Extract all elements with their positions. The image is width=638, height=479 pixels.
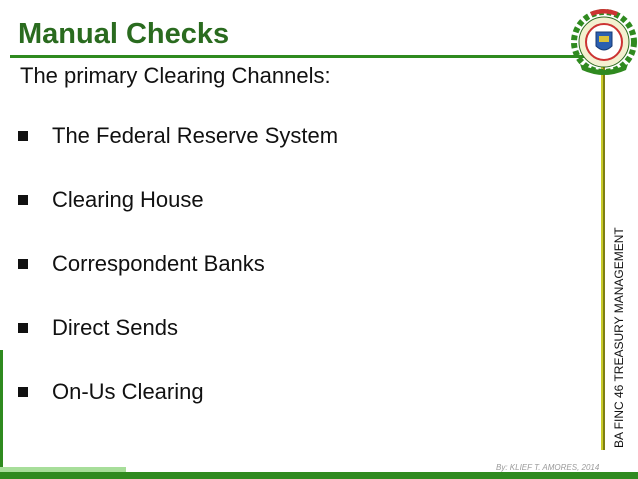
footer-credit: By: KLIEF T. AMORES, 2014 xyxy=(496,463,600,472)
square-bullet-icon xyxy=(18,195,28,205)
slide-subtitle: The primary Clearing Channels: xyxy=(20,63,331,88)
university-seal-icon xyxy=(571,9,637,75)
slide-title: Manual Checks xyxy=(18,18,230,50)
bottom-accent-bar xyxy=(0,472,638,479)
list-item: On-Us Clearing xyxy=(18,379,338,443)
vertical-accent-line-shadow xyxy=(603,56,605,450)
list-item: The Federal Reserve System xyxy=(18,123,338,187)
bullet-text: Direct Sends xyxy=(52,315,178,340)
list-item: Clearing House xyxy=(18,187,338,251)
square-bullet-icon xyxy=(18,259,28,269)
bullet-text: Clearing House xyxy=(52,187,204,212)
bullet-text: The Federal Reserve System xyxy=(52,123,339,148)
list-item: Correspondent Banks xyxy=(18,251,338,315)
course-label: BA FINC 46 TREASURY MANAGEMENT xyxy=(612,227,626,448)
list-item: Direct Sends xyxy=(18,315,338,379)
square-bullet-icon xyxy=(18,387,28,397)
square-bullet-icon xyxy=(18,131,28,141)
left-accent-bar xyxy=(0,350,3,472)
bullet-list: The Federal Reserve System Clearing Hous… xyxy=(18,123,338,443)
square-bullet-icon xyxy=(18,323,28,333)
bullet-text: On-Us Clearing xyxy=(52,379,204,404)
bullet-text: Correspondent Banks xyxy=(52,251,265,276)
bottom-light-band xyxy=(0,467,126,472)
title-underline xyxy=(10,55,600,58)
